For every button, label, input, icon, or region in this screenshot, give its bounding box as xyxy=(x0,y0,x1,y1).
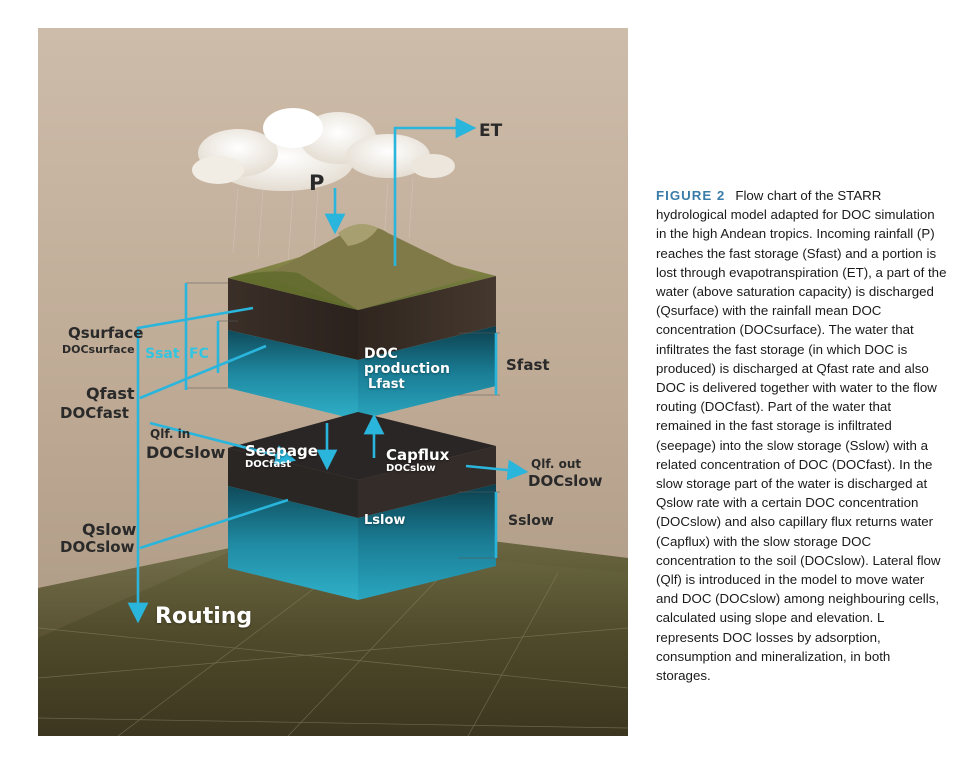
q-fast-label: Qfast xyxy=(86,384,135,403)
p-label: P xyxy=(309,171,325,195)
fc-label: FC xyxy=(189,346,209,362)
ssat-label: Ssat xyxy=(145,346,180,362)
qfast-line xyxy=(139,344,267,400)
ground-grid xyxy=(38,547,628,736)
et-label: ET xyxy=(479,121,503,141)
fast-storage-block xyxy=(228,224,496,420)
storage-bars xyxy=(184,283,498,558)
doc-surface-label: DOCsurface xyxy=(62,343,135,356)
seepage-label: Seepage xyxy=(245,442,318,460)
qslow-line xyxy=(139,498,289,550)
doc-production-label: DOC production xyxy=(364,346,450,377)
doc-slow-label: DOCslow xyxy=(60,538,135,556)
q-slow-label: Qslow xyxy=(82,520,137,539)
qlf-out-arrow xyxy=(465,459,529,481)
diagram-illustration xyxy=(38,28,628,736)
q-lf-out-label: Qlf. out xyxy=(531,457,582,471)
capflux-label: Capflux xyxy=(386,446,450,464)
doc-slow-in-label: DOCslow xyxy=(146,443,226,462)
s-slow-label: Sslow xyxy=(508,513,554,529)
l-slow-label: Lslow xyxy=(364,513,406,528)
qsurface-arrow xyxy=(127,306,254,624)
flow-lines xyxy=(127,117,529,624)
cloud xyxy=(192,108,455,191)
q-surface-label: Qsurface xyxy=(68,324,144,342)
doc-fast-out-label: DOCfast xyxy=(60,404,129,422)
q-lf-in-label: Qlf. in xyxy=(150,427,191,441)
doc-slow-out-label: DOCslow xyxy=(528,472,603,490)
s-fast-label: Sfast xyxy=(506,356,550,374)
seepage-doc-label: DOCfast xyxy=(245,459,291,470)
et-arrow xyxy=(393,117,477,266)
capflux-doc-label: DOCslow xyxy=(386,463,436,474)
l-fast-label: Lfast xyxy=(368,377,405,392)
routing-label: Routing xyxy=(155,604,253,629)
starr-flow-diagram: ET P Qsurface DOCsurface Ssat FC Qfast D… xyxy=(38,28,628,736)
qlf-in-arrow xyxy=(149,421,297,466)
figure-number: FIGURE 2 xyxy=(656,188,726,203)
caption-text: Flow chart of the STARR hydrological mod… xyxy=(656,188,947,684)
